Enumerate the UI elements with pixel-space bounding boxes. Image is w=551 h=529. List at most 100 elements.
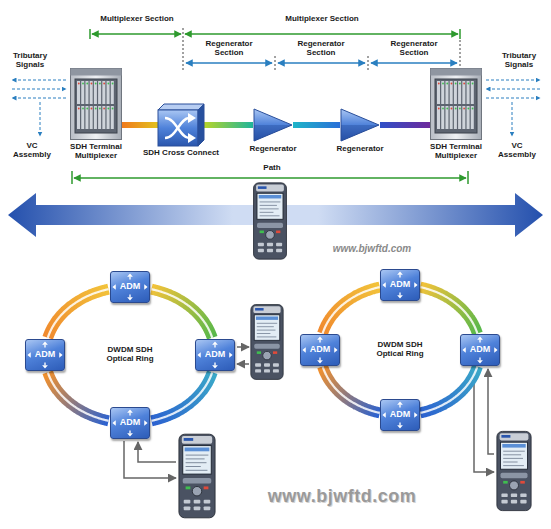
adm-arrows-part	[127, 409, 133, 412]
node-caption: SDH Terminal Multiplexer	[424, 143, 488, 161]
ring-rail-gap	[48, 372, 109, 421]
adm-arrows-part	[127, 297, 133, 300]
adm-arrows-part	[127, 433, 133, 436]
adm-arrows	[382, 401, 417, 428]
test-lead-part	[237, 346, 249, 348]
regenerator-triangle	[254, 109, 292, 141]
rack-cards-part	[107, 108, 109, 110]
adm-arrows-part	[462, 347, 465, 353]
rack-cards-part	[102, 106, 105, 129]
rack-cards-part	[450, 106, 453, 129]
terminal-multiplexer: SDH Terminal Multiplexer	[430, 68, 482, 140]
rack-cards-part	[95, 108, 97, 110]
rack-cards-part	[471, 81, 474, 104]
regenerator-shade	[254, 125, 292, 141]
rack-cards-part	[77, 106, 80, 129]
connector-group	[323, 287, 380, 333]
ring-rail-gap	[323, 366, 380, 412]
adm-arrows-part	[399, 293, 400, 296]
xc-arrows-part	[165, 118, 189, 138]
rack-cards-part	[455, 83, 457, 85]
terminal-multiplexer: SDH Terminal Multiplexer	[70, 68, 122, 140]
connector-group	[151, 289, 212, 338]
adm-arrows-part	[382, 412, 385, 418]
section-label: Tributary Signals	[8, 52, 52, 70]
connector-group	[151, 372, 212, 421]
xc-arrowhead	[188, 113, 196, 123]
node-shape	[158, 104, 204, 146]
adm-arrows-part	[414, 282, 417, 288]
rack-cards-part	[98, 106, 101, 129]
adm-arrows-part	[197, 352, 200, 358]
xc-arrows-part	[165, 118, 189, 138]
rack-cards-part	[90, 81, 93, 104]
xc-arrows	[165, 118, 189, 138]
node-caption: SDH Cross Connect	[143, 149, 219, 158]
multiplexer-section-bracket-part	[92, 33, 181, 35]
rack-cards-part	[103, 108, 105, 110]
connector-group	[122, 125, 158, 126]
multiplexer-section-bracket-part	[459, 29, 461, 39]
ring-rail-gap	[420, 366, 477, 412]
tester-device	[251, 305, 283, 380]
adm-arrows	[112, 273, 147, 300]
node-shape	[430, 68, 482, 140]
adm-arrows-part	[127, 273, 133, 276]
ring-rail-gap	[48, 289, 109, 338]
adm-arrows-part	[212, 341, 218, 344]
rack-cards-part	[471, 106, 474, 129]
rack-cards-part	[455, 108, 457, 110]
rack-cards-part	[99, 108, 101, 110]
regenerator-section-arrow	[186, 62, 457, 64]
adm-label: ADM	[390, 410, 411, 420]
rack-cards-part	[445, 106, 448, 129]
rack-cards-part	[462, 81, 465, 104]
rack-cards-part	[81, 106, 84, 129]
tributary-arrows-part	[486, 80, 540, 81]
multiplexer-section-bracket-part	[185, 33, 458, 35]
fiber-link	[122, 122, 158, 128]
test-lead-part	[138, 442, 176, 462]
rack-cards-part	[107, 83, 109, 85]
node-caption: Regenerator	[249, 145, 296, 154]
adm-box: ADM	[110, 271, 150, 303]
adm-box: ADM	[110, 407, 150, 439]
watermark: www.bjwftd.com	[333, 243, 412, 254]
adm-label: ADM	[390, 280, 411, 290]
section-divider-part	[275, 56, 276, 70]
rack-cards-part	[86, 108, 88, 110]
rack-cards-part	[438, 108, 440, 110]
connector-group	[48, 289, 109, 338]
rack-cards-part	[467, 106, 470, 129]
adm-arrows-part	[477, 336, 483, 339]
section-divider	[183, 28, 460, 70]
optical-ring-segment	[420, 366, 477, 412]
adm-arrows	[27, 341, 62, 368]
adm-label: ADM	[120, 282, 141, 292]
rack-cards-part	[459, 108, 461, 110]
tester-device	[254, 183, 287, 259]
adm-box: ADM	[460, 334, 500, 366]
rack-cards-part	[91, 83, 93, 85]
adm-arrows-part	[399, 405, 400, 408]
rack-cards-part	[463, 108, 465, 110]
rack-cards-part	[442, 83, 444, 85]
rack-cards-part	[446, 83, 448, 85]
connector-group	[293, 125, 340, 126]
tributary-arrows-part	[486, 89, 540, 90]
node-shape	[70, 68, 122, 140]
rack-cards-part	[463, 83, 465, 85]
rack-cards	[437, 81, 474, 129]
multiplexer-section-bracket-part	[89, 29, 91, 39]
fiber-link	[204, 122, 253, 128]
adm-label: ADM	[310, 345, 331, 355]
xc-arrowhead	[188, 133, 196, 143]
adm-arrows-part	[144, 420, 147, 426]
adm-arrows-part	[317, 360, 323, 363]
section-label: Multiplexer Section	[100, 15, 173, 24]
rack-cards-part	[82, 83, 84, 85]
section-label: Regenerator Section	[203, 40, 255, 58]
regenerator-shade	[341, 125, 379, 141]
node-shape	[340, 108, 380, 142]
section-label: Tributary Signals	[497, 52, 541, 70]
